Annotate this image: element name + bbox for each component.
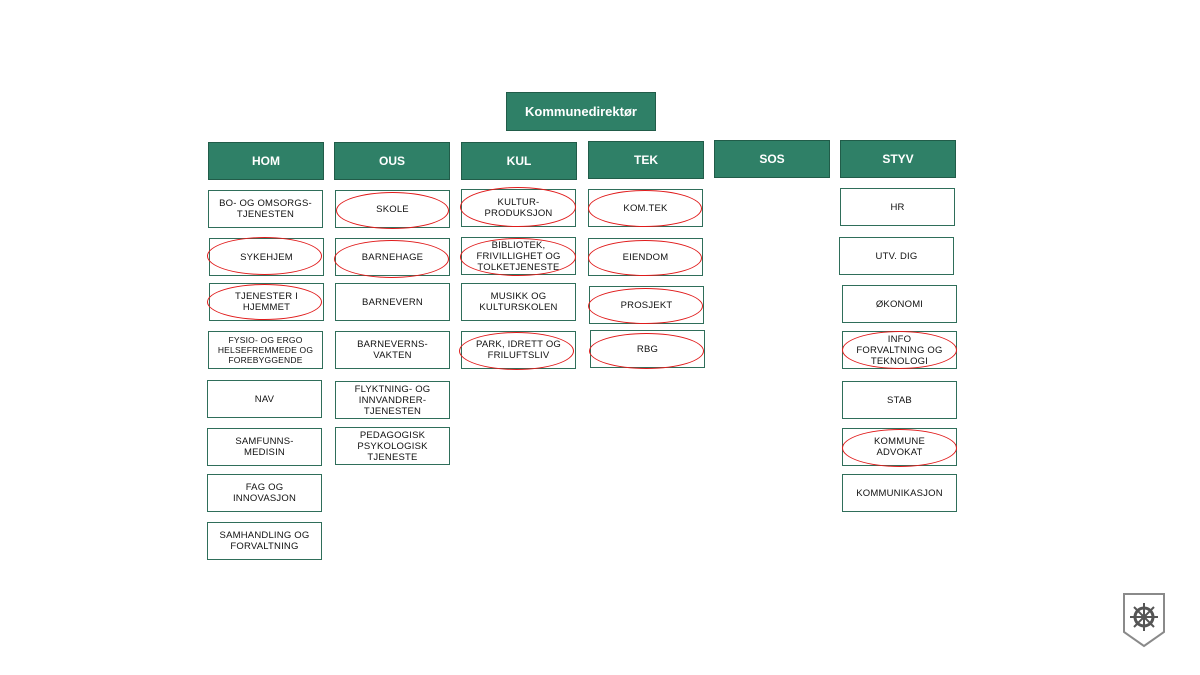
dept-header-tek: TEK xyxy=(588,141,704,179)
unit-musikk-og-kulturskolen: MUSIKK OG KULTURSKOLEN xyxy=(461,283,576,321)
unit-park-idrett-og-friluftsliv: PARK, IDRETT OG FRILUFTSLIV xyxy=(461,331,576,369)
unit-barnevernsvakten: BARNEVERNS- VAKTEN xyxy=(335,331,450,369)
unit-barnevern: BARNEVERN xyxy=(335,283,450,321)
unit-rbg: RBG xyxy=(590,330,705,368)
unit-skole: SKOLE xyxy=(335,190,450,228)
unit-kulturproduksjon: KULTUR- PRODUKSJON xyxy=(461,189,576,227)
unit-bibliotek-frivillighet-tolketjeneste: BIBLIOTEK, FRIVILLIGHET OG TOLKETJENESTE xyxy=(461,237,576,275)
unit-pedagogisk-psykologisk-tjeneste: PEDAGOGISK PSYKOLOGISK TJENESTE xyxy=(335,427,450,465)
unit-hr: HR xyxy=(840,188,955,226)
dept-header-styv: STYV xyxy=(840,140,956,178)
unit-tjenester-i-hjemmet: TJENESTER I HJEMMET xyxy=(209,283,324,321)
unit-kommuneadvokat: KOMMUNE ADVOKAT xyxy=(842,428,957,466)
unit-okonomi: ØKONOMI xyxy=(842,285,957,323)
unit-fag-og-innovasjon: FAG OG INNOVASJON xyxy=(207,474,322,512)
unit-nav: NAV xyxy=(207,380,322,418)
unit-utv-dig: UTV. DIG xyxy=(839,237,954,275)
dept-header-kul: KUL xyxy=(461,142,577,180)
unit-sykehjem: SYKEHJEM xyxy=(209,238,324,276)
unit-eiendom: EIENDOM xyxy=(588,238,703,276)
director-label: Kommunedirektør xyxy=(525,104,637,119)
unit-info-forvaltning-og-teknologi: INFO FORVALTNING OG TEKNOLOGI xyxy=(842,331,957,369)
director-box: Kommunedirektør xyxy=(506,92,656,131)
unit-flyktning-og-innvandrertjenesten: FLYKTNING- OG INNVANDRER- TJENESTEN xyxy=(335,381,450,419)
municipal-shield-wheel-icon xyxy=(1123,593,1165,648)
unit-prosjekt: PROSJEKT xyxy=(589,286,704,324)
dept-header-sos: SOS xyxy=(714,140,830,178)
unit-fysio-og-ergo: FYSIO- OG ERGO HELSEFREMMEDE OG FOREBYGG… xyxy=(208,331,323,369)
unit-kom-tek: KOM.TEK xyxy=(588,189,703,227)
unit-bo-og-omsorgstjenesten: BO- OG OMSORGS- TJENESTEN xyxy=(208,190,323,228)
dept-header-ous: OUS xyxy=(334,142,450,180)
unit-kommunikasjon: KOMMUNIKASJON xyxy=(842,474,957,512)
unit-samfunnsmedisin: SAMFUNNS- MEDISIN xyxy=(207,428,322,466)
unit-barnehage: BARNEHAGE xyxy=(335,238,450,276)
unit-stab: STAB xyxy=(842,381,957,419)
unit-samhandling-og-forvaltning: SAMHANDLING OG FORVALTNING xyxy=(207,522,322,560)
dept-header-hom: HOM xyxy=(208,142,324,180)
